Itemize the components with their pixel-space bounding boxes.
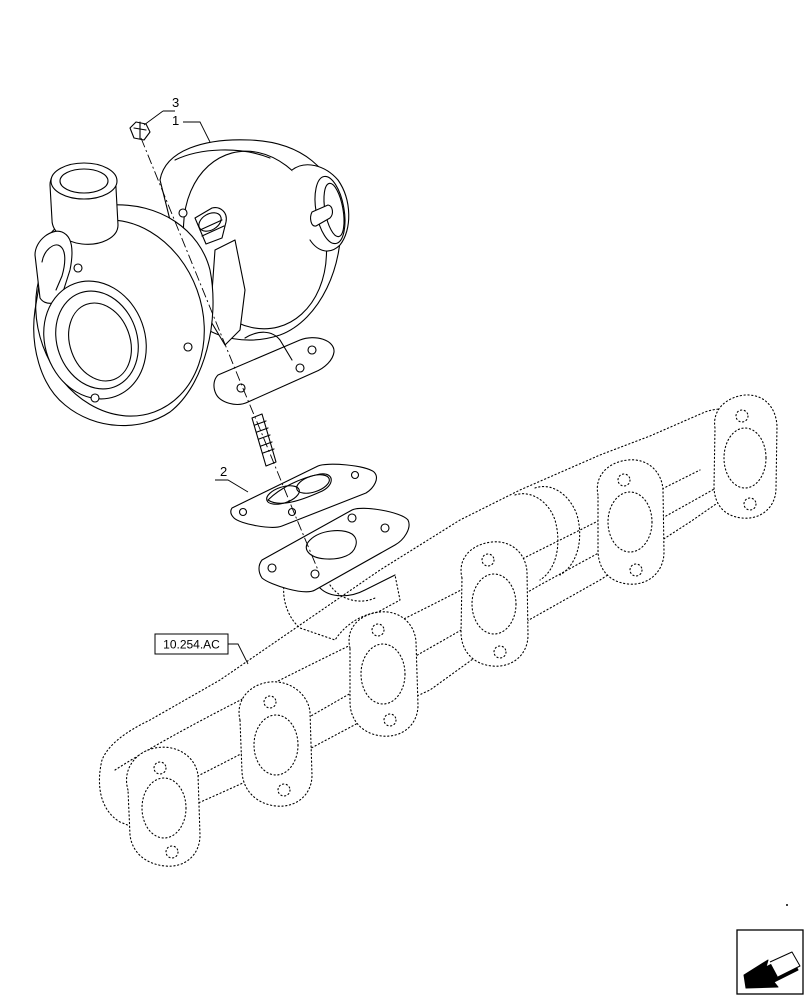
assembly-centerline (140, 137, 319, 571)
turbocharger (33, 139, 350, 427)
callout-1: 1 (172, 113, 211, 143)
callout-3-label: 3 (172, 95, 179, 110)
callout-1-label: 1 (172, 113, 179, 128)
arrow-previous-icon[interactable] (736, 929, 804, 995)
gasket (230, 463, 377, 528)
reference-callout: 10.254.AC (154, 633, 249, 665)
nut (129, 121, 151, 141)
manifold-turbo-flange (258, 507, 410, 597)
callout-2-label: 2 (220, 464, 227, 479)
callout-3: 3 (143, 95, 179, 126)
stray-mark (786, 904, 788, 906)
exhaust-manifold (98, 394, 778, 867)
callout-2: 2 (215, 464, 249, 493)
reference-label: 10.254.AC (163, 638, 220, 652)
